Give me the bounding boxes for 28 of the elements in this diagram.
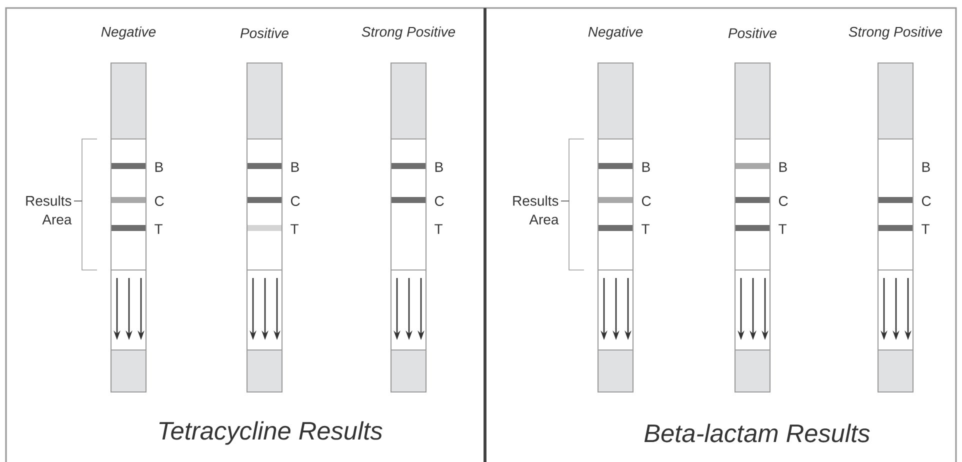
column-heading: Positive — [728, 28, 776, 38]
band-letter: C — [154, 196, 164, 206]
band-letter: C — [922, 196, 931, 206]
area-label: Results Area — [513, 196, 559, 224]
band-letter: C — [434, 196, 444, 206]
band-letter: C — [290, 196, 300, 206]
band-letter: T — [154, 224, 162, 234]
panel-title: Beta-lactam Results — [644, 424, 870, 442]
band-letter: T — [434, 224, 442, 234]
column-heading: Strong Positive — [848, 26, 942, 40]
band-letter: B — [642, 162, 650, 172]
band-letter: C — [778, 196, 788, 206]
band-letter: T — [778, 224, 786, 234]
panel-title: Tetracycline Results — [159, 421, 382, 445]
band-letter: B — [779, 162, 787, 172]
band-letter: T — [290, 224, 298, 234]
band-letter: B — [291, 162, 299, 172]
column-heading: Negative — [101, 26, 156, 40]
column-heading: Negative — [588, 26, 643, 40]
band-letter: B — [155, 162, 163, 172]
band-letter: B — [435, 162, 443, 172]
band-letter: T — [922, 224, 930, 234]
area-label: Results Area — [26, 196, 72, 224]
band-letter: B — [922, 162, 930, 172]
band-letter: T — [642, 224, 650, 234]
band-letter: C — [642, 196, 651, 206]
column-heading: Strong Positive — [362, 26, 456, 40]
column-heading: Positive — [240, 28, 288, 38]
